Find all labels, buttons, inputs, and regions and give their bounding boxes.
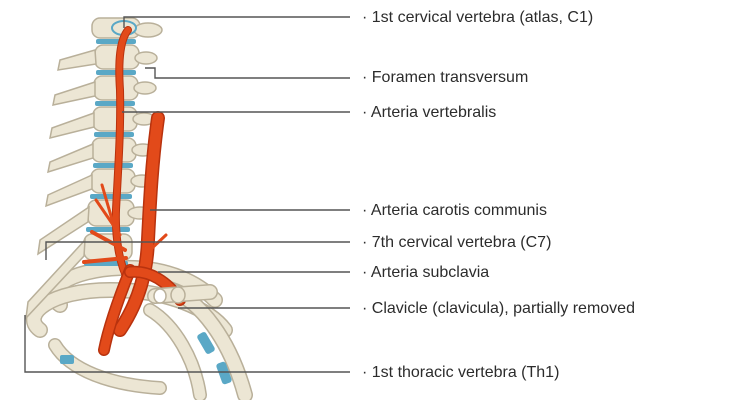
clavicle xyxy=(154,287,210,303)
label-atlas-c1: · 1st cervical vertebra (atlas, C1) xyxy=(362,9,593,27)
leader-line-foramen xyxy=(145,68,350,78)
label-c7-vertebra: · 7th cervical vertebra (C7) xyxy=(362,234,551,252)
label-clavicle: · Clavicle (clavicula), partially remove… xyxy=(362,300,635,318)
label-th1-vertebra: · 1st thoracic vertebra (Th1) xyxy=(362,364,559,382)
label-foramen-transversum: · Foramen transversum xyxy=(362,69,528,87)
label-arteria-carotis-communis: · Arteria carotis communis xyxy=(362,202,547,220)
label-arteria-subclavia: · Arteria subclavia xyxy=(362,264,489,282)
label-arteria-vertebralis: · Arteria vertebralis xyxy=(362,104,496,122)
